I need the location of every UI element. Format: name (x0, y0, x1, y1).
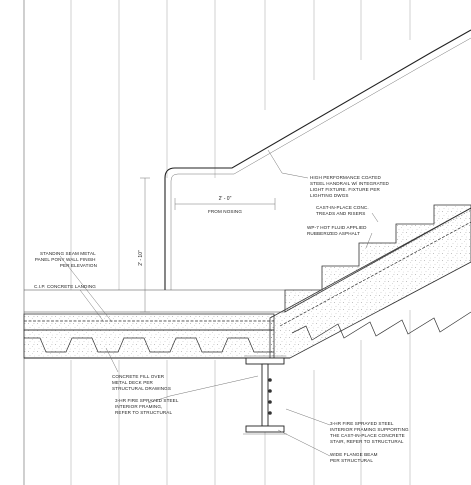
dimension-2-0: 2' - 0" (219, 196, 232, 202)
metal-panel-lines (23, 0, 411, 485)
beam-note: WIDE FLANGE BEAM PER STRUCTURAL (330, 452, 379, 463)
handrail-note: HIGH PERFORMANCE COATED STEEL HANDRAIL W… (310, 175, 390, 198)
concrete-landing (23, 289, 290, 359)
stair-slab (269, 207, 471, 359)
from-nosing-label: FROM NOSING (208, 209, 242, 214)
concrete-fill-note: CONCRETE FILL OVER METAL DECK PER STRUCT… (112, 374, 171, 391)
handrail (164, 29, 471, 290)
wall-finish-note: STANDING SEAM METAL PANEL PONY WALL FINI… (35, 251, 97, 268)
waterproofing-note: WP-7 HOT FLUID APPLIED RUBBERIZED ASPHAL… (307, 225, 368, 236)
framing-right-note: 3-HR FIRE SPRAYED STEEL INTERIOR FRAMING… (330, 421, 410, 444)
landing-note: C.I.P. CONCRETE LANDING (34, 284, 96, 289)
dimension-2-10: 2' - 10" (138, 250, 144, 266)
dimension-lines (140, 177, 276, 313)
framing-left-note: 3-HR FIRE SPRAYED STEEL INTERIOR FRAMING… (115, 398, 180, 415)
treads-note: CAST-IN-PLACE CONC. TREADS AND RISERS (316, 205, 370, 216)
stair-treads (284, 204, 471, 313)
leader-lines (59, 149, 379, 457)
wide-flange-beam (243, 355, 287, 435)
